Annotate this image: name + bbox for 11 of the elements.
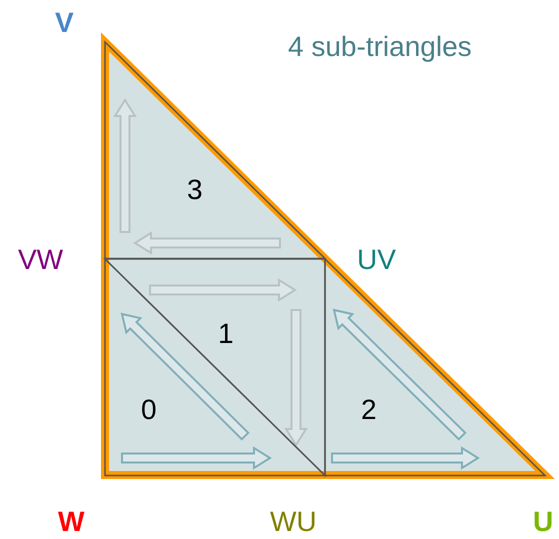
triangle-number: 3 [187, 175, 203, 205]
triangle-number: 0 [141, 394, 157, 424]
vertex-label: V [55, 8, 74, 38]
vertex-label: U [533, 507, 554, 537]
title: 4 sub-triangles [288, 32, 472, 62]
triangle-number: 1 [218, 318, 234, 348]
vertex-label: WU [270, 507, 317, 537]
vertex-label: VW [18, 245, 64, 275]
vertex-label: UV [357, 245, 396, 275]
triangle-number: 2 [361, 394, 377, 424]
vertex-label: W [58, 507, 84, 537]
